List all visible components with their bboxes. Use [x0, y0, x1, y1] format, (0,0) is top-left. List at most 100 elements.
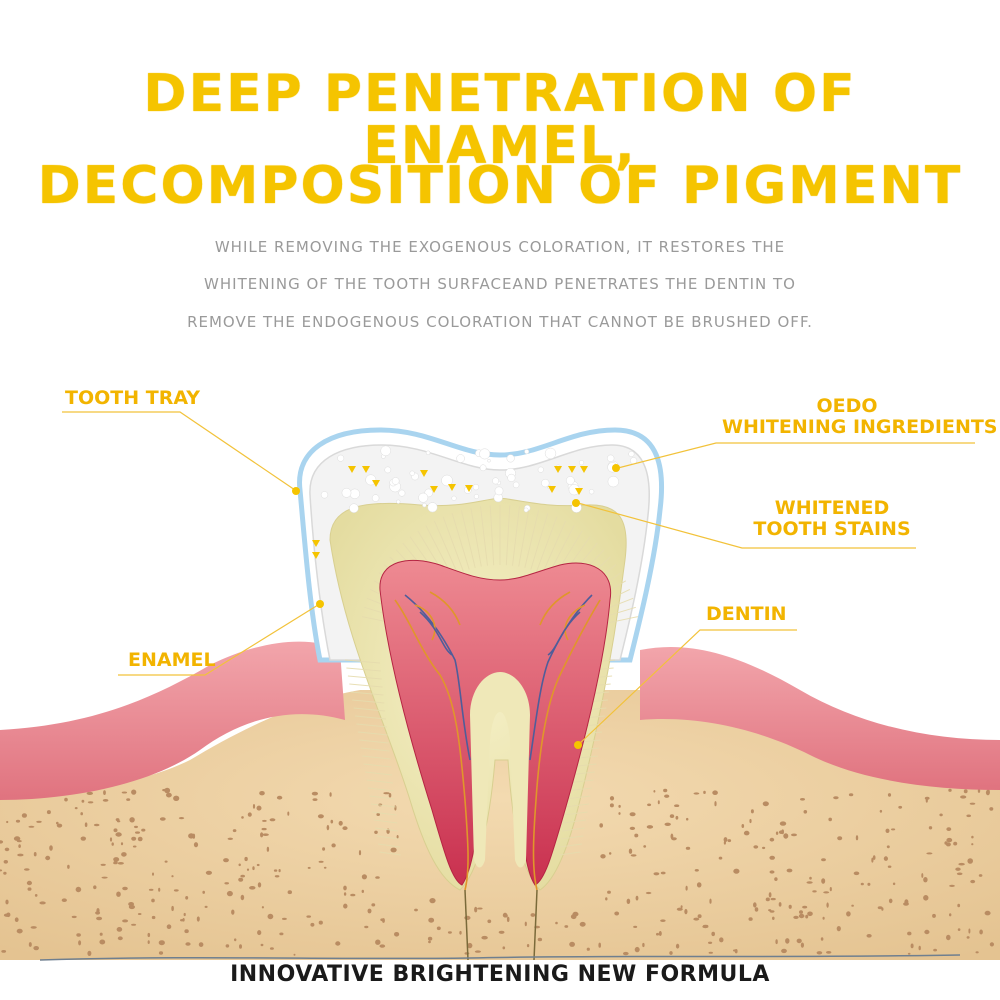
bone-dot	[807, 911, 813, 917]
bone-dot	[267, 913, 274, 920]
bone-dot	[429, 898, 436, 904]
bone-dot	[261, 827, 267, 831]
bone-dot	[196, 916, 200, 922]
bone-dot	[836, 926, 841, 932]
leader-tooth-tray	[62, 411, 296, 491]
bone-dot	[240, 874, 245, 878]
bone-dot	[635, 895, 639, 901]
bone-dot	[447, 931, 452, 934]
bone-dot	[910, 943, 914, 949]
bone-dot	[955, 867, 961, 871]
dentin-ray	[359, 739, 389, 744]
bone-dot	[656, 932, 659, 936]
bone-dot	[586, 947, 590, 951]
bone-dot	[1, 950, 7, 953]
dentin-ray	[565, 795, 591, 800]
bubble	[544, 447, 557, 460]
bone-dot	[318, 860, 324, 863]
bone-dot	[989, 807, 994, 811]
bone-dot	[605, 897, 608, 901]
bone-dot	[634, 946, 640, 953]
bone-dot	[474, 950, 481, 953]
bone-dot	[660, 919, 666, 922]
bone-dot	[148, 888, 154, 891]
dentin-ray	[442, 516, 464, 572]
bone-dot	[775, 831, 779, 835]
bone-dot	[380, 918, 385, 922]
bone-dot	[769, 870, 775, 874]
bubble	[384, 466, 392, 474]
bone-dot	[13, 836, 21, 841]
bone-dot	[781, 829, 784, 835]
bone-dot	[986, 789, 990, 794]
bone-dot	[719, 937, 724, 943]
dentin-ray	[360, 747, 390, 752]
bone-dot	[530, 913, 536, 917]
bone-dot	[785, 938, 790, 944]
bone-dot	[205, 870, 212, 875]
bone-dot	[921, 873, 924, 878]
bone-dot	[361, 889, 364, 894]
bone-dot	[39, 901, 46, 905]
bone-dot	[762, 801, 769, 807]
bone-dot	[128, 902, 135, 907]
bone-dot	[171, 905, 174, 912]
bone-dot	[80, 836, 87, 841]
bone-dot	[634, 833, 639, 838]
bone-dot	[765, 897, 770, 902]
bone-dot	[310, 922, 315, 927]
bone-dot	[307, 866, 311, 869]
bone-dot	[129, 817, 135, 823]
bone-dot	[26, 880, 32, 886]
bone-dot	[712, 790, 718, 795]
dentin-ray	[559, 851, 581, 856]
headline-line-1: DEEP PENETRATION OF ENAMEL,	[143, 64, 857, 176]
bone-dot	[802, 905, 808, 909]
bone-dot	[791, 833, 797, 837]
bubble	[607, 454, 615, 462]
bone-dot	[101, 876, 108, 879]
bone-dot	[629, 826, 636, 831]
bone-dot	[95, 911, 101, 915]
bone-dot	[607, 890, 611, 894]
bubble	[607, 475, 619, 488]
bone-dot	[660, 871, 666, 875]
bone-dot	[56, 821, 59, 825]
bone-dot	[709, 898, 712, 904]
bubble	[523, 507, 529, 513]
bubble	[512, 481, 520, 489]
bone-dot	[956, 872, 963, 876]
bone-dot	[311, 791, 318, 796]
bone-dot	[609, 803, 614, 808]
bone-dot	[714, 801, 717, 807]
bone-dot	[971, 835, 974, 839]
bone-dot	[853, 871, 860, 876]
footer-tagline: INNOVATIVE BRIGHTENING NEW FORMULA	[230, 962, 770, 987]
bone-dot	[394, 932, 400, 937]
bone-dot	[932, 913, 936, 918]
bone-dot	[113, 860, 118, 865]
bone-dot	[887, 793, 892, 797]
bone-dot	[693, 792, 700, 795]
bone-dot	[749, 818, 752, 824]
bone-dot	[185, 942, 191, 946]
bone-dot	[629, 812, 636, 817]
bone-dot	[821, 858, 826, 862]
bone-dot	[769, 855, 775, 860]
bone-dot	[946, 934, 951, 941]
bone-dot	[907, 952, 911, 955]
bone-dot	[102, 799, 109, 802]
bone-dot	[45, 855, 51, 861]
bone-dot	[796, 938, 802, 944]
bone-dot	[907, 931, 912, 936]
bone-dot	[888, 898, 893, 904]
bone-dot	[464, 915, 471, 921]
bone-dot	[464, 952, 470, 955]
bone-dot	[234, 938, 237, 942]
bone-dot	[184, 929, 189, 934]
bone-dot	[367, 908, 372, 914]
dentin-ray	[561, 827, 585, 832]
bone-dot	[374, 830, 378, 834]
bone-dot	[727, 839, 732, 843]
dentin-ray	[378, 843, 400, 848]
